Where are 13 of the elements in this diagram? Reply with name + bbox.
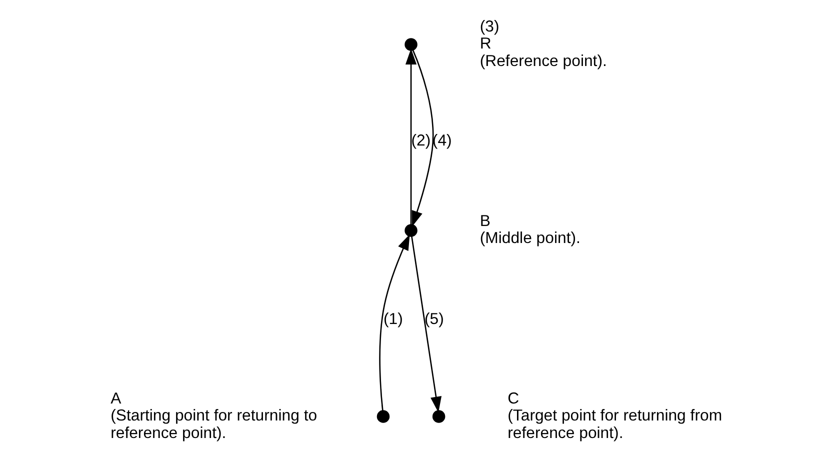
node-label: (Starting point for returning to reference point). <box>110 408 318 442</box>
node-label: (Reference point). <box>480 52 607 70</box>
node-label: B <box>480 213 490 230</box>
node-label: R <box>480 36 492 53</box>
edge-label: (5) <box>424 310 444 328</box>
node-label: (Middle point). <box>480 230 580 248</box>
node-label: (3) <box>480 18 500 36</box>
edge-label: (4) <box>432 132 452 150</box>
node-label: A <box>110 390 122 408</box>
edge-label: (2) <box>411 132 431 150</box>
node-label: C <box>508 390 520 408</box>
edge-label: (1) <box>383 310 403 328</box>
node-label: (Target point for returning from reference point). <box>508 408 722 442</box>
